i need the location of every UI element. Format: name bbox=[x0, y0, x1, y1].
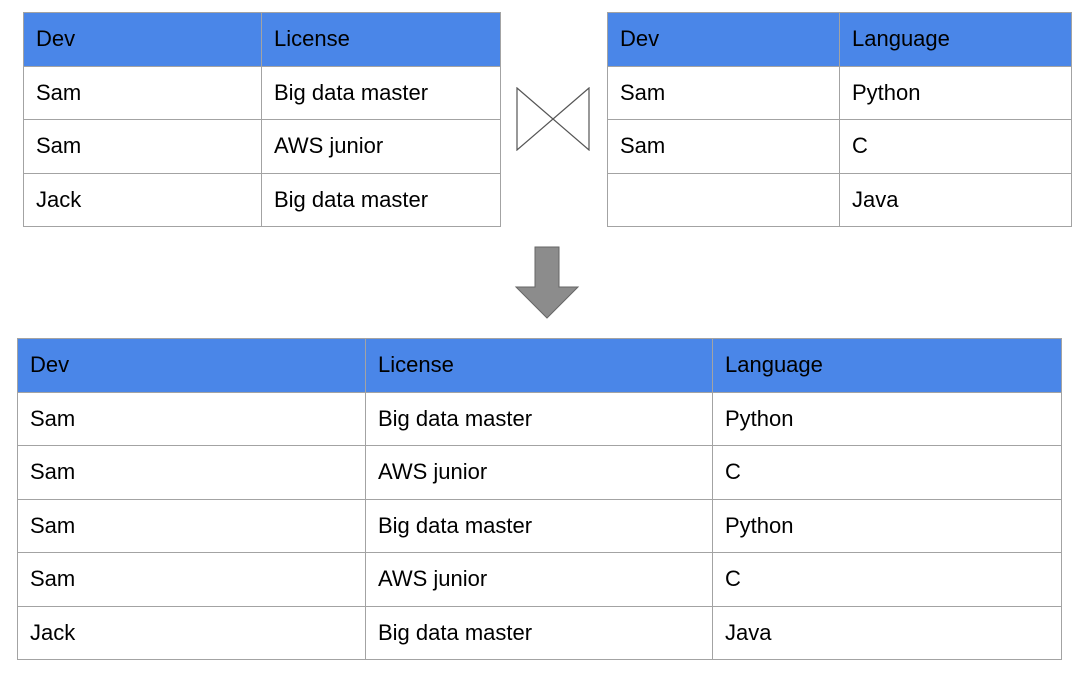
cell-dev: Jack bbox=[17, 605, 366, 660]
header-dev: Dev bbox=[17, 338, 366, 393]
cell-language: Java bbox=[712, 605, 1062, 660]
cell-license: Big data master bbox=[365, 605, 713, 660]
cell-language: Python bbox=[712, 391, 1062, 446]
cell-language: Python bbox=[712, 498, 1062, 553]
table-row: Sam Python bbox=[607, 65, 1072, 120]
table-header-row: Dev Language bbox=[607, 12, 1072, 67]
header-license: License bbox=[365, 338, 713, 393]
cell-dev: Sam bbox=[17, 445, 366, 500]
cell-license: Big data master bbox=[261, 65, 501, 120]
table-row: Sam AWS junior C bbox=[17, 552, 1062, 607]
cell-language: C bbox=[712, 445, 1062, 500]
header-dev: Dev bbox=[23, 12, 262, 67]
cell-language: Java bbox=[839, 172, 1072, 227]
table-row: Sam Big data master bbox=[23, 65, 501, 120]
table-row: Sam AWS junior bbox=[23, 119, 501, 174]
table-row: Java bbox=[607, 172, 1072, 227]
cell-dev: Jack bbox=[23, 172, 262, 227]
cell-license: Big data master bbox=[261, 172, 501, 227]
table-header-row: Dev License bbox=[23, 12, 501, 67]
cell-license: AWS junior bbox=[261, 119, 501, 174]
cell-dev: Sam bbox=[607, 119, 840, 174]
cell-dev bbox=[607, 172, 840, 227]
table-row: Jack Big data master Java bbox=[17, 605, 1062, 660]
down-arrow-icon bbox=[514, 246, 580, 319]
table-row: Sam Big data master Python bbox=[17, 391, 1062, 446]
header-language: Language bbox=[712, 338, 1062, 393]
table-row: Sam Big data master Python bbox=[17, 498, 1062, 553]
cell-language: C bbox=[712, 552, 1062, 607]
cell-dev: Sam bbox=[23, 65, 262, 120]
cell-license: Big data master bbox=[365, 391, 713, 446]
header-license: License bbox=[261, 12, 501, 67]
table-row: Sam C bbox=[607, 119, 1072, 174]
cell-dev: Sam bbox=[607, 65, 840, 120]
cell-language: C bbox=[839, 119, 1072, 174]
right-table: Dev Language Sam Python Sam C Java bbox=[607, 12, 1072, 227]
table-header-row: Dev License Language bbox=[17, 338, 1062, 393]
cell-license: AWS junior bbox=[365, 445, 713, 500]
table-row: Jack Big data master bbox=[23, 172, 501, 227]
result-table: Dev License Language Sam Big data master… bbox=[17, 338, 1062, 660]
header-dev: Dev bbox=[607, 12, 840, 67]
header-language: Language bbox=[839, 12, 1072, 67]
cell-dev: Sam bbox=[17, 391, 366, 446]
cell-dev: Sam bbox=[17, 552, 366, 607]
cell-license: Big data master bbox=[365, 498, 713, 553]
cell-dev: Sam bbox=[17, 498, 366, 553]
cell-language: Python bbox=[839, 65, 1072, 120]
left-table: Dev License Sam Big data master Sam AWS … bbox=[23, 12, 501, 227]
bowtie-join-icon bbox=[516, 87, 590, 151]
cell-dev: Sam bbox=[23, 119, 262, 174]
cell-license: AWS junior bbox=[365, 552, 713, 607]
table-row: Sam AWS junior C bbox=[17, 445, 1062, 500]
